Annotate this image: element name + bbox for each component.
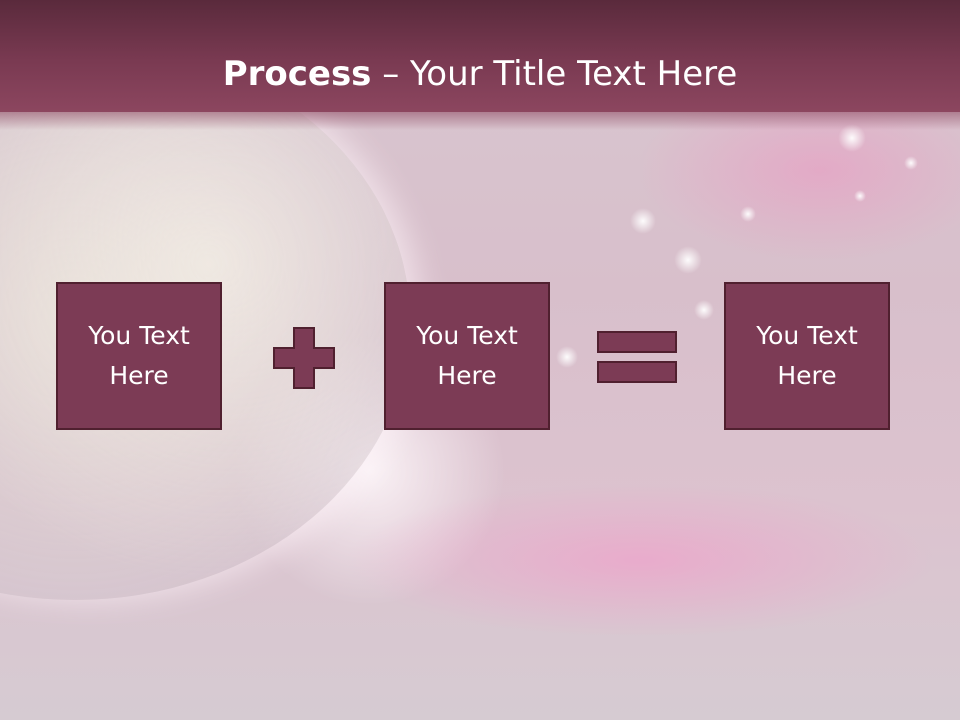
star-flare <box>630 208 656 234</box>
process-box-3[interactable]: You Text Here <box>724 282 890 430</box>
process-box-1[interactable]: You Text Here <box>56 282 222 430</box>
star-flare <box>904 156 918 170</box>
star-flare <box>674 246 702 274</box>
title-bold-text: Process <box>222 54 372 94</box>
slide-title: Process – Your Title Text Here <box>0 52 960 96</box>
title-bar <box>0 0 960 130</box>
process-box-3-label: You Text Here <box>756 321 858 390</box>
title-rest-text: – Your Title Text Here <box>371 54 738 94</box>
star-flare <box>556 346 578 368</box>
process-box-1-label: You Text Here <box>88 321 190 390</box>
star-flare <box>694 300 714 320</box>
star-flare <box>854 190 866 202</box>
equals-icon <box>597 331 677 383</box>
process-box-2-label: You Text Here <box>416 321 518 390</box>
process-box-2[interactable]: You Text Here <box>384 282 550 430</box>
star-flare <box>740 206 756 222</box>
plus-icon <box>273 327 335 389</box>
